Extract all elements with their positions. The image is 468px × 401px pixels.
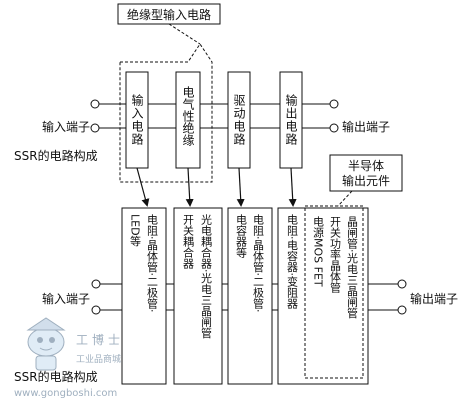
bottom-caption: SSR的电路构成	[14, 369, 98, 384]
bottom-input-label: 输入端子	[42, 291, 90, 306]
mapping-arrows	[136, 167, 297, 207]
top-block-input-circuit-label: 输入电路	[130, 93, 144, 146]
top-block-drive-circuit-label: 驱动电路	[232, 94, 246, 146]
bottom-block-drive-components	[227, 207, 273, 385]
semiconductor-callout-line1: 半导体	[348, 159, 384, 173]
top-caption: SSR的电路构成	[14, 148, 98, 163]
isolation-dashed-region	[119, 43, 213, 183]
top-output-terminal-upper	[329, 99, 339, 109]
watermark-url: www.gongboshi.com	[14, 388, 117, 399]
top-input-label: 输入端子	[42, 119, 90, 134]
bottom-block-led-resistor	[121, 207, 167, 385]
arrow-input-to-led	[136, 167, 150, 207]
top-output-label: 输出端子	[342, 119, 390, 134]
bottom-semiconductor-col2: 开关功率晶体管	[329, 216, 342, 294]
watermark: 工博士 工业品商城 www.gongboshi.com	[14, 317, 124, 399]
callout-pointer-line	[337, 190, 353, 207]
bottom-block-drive-col2: 电容器等	[235, 214, 248, 258]
top-input-terminal-lower	[90, 123, 100, 133]
bottom-block-led-col1: 电阻·晶体管·二极管·	[146, 214, 159, 313]
bottom-block-photocoupler-col2: 开关耦合器	[182, 214, 195, 270]
arrow-output-to-varistor	[288, 167, 297, 207]
arrow-isolation-to-coupler	[185, 167, 194, 207]
top-diagram: 绝缘型输入电路 输入端子 输出端子 输入电路 电气性绝缘 驱动电路 输出电路 S…	[14, 3, 390, 183]
bottom-input-terminal-upper	[91, 279, 101, 289]
watermark-brand: 工博士	[76, 332, 124, 347]
top-block-electrical-isolation	[175, 71, 201, 169]
bottom-diagram: 半导体 输出元件 输入端子 输出端子 电阻·晶体管·二极管· LED等 光电耦合…	[14, 154, 458, 385]
semiconductor-callout-box	[329, 154, 403, 192]
watermark-sub: 工业品商城	[76, 353, 121, 365]
bottom-block-photocoupler-col1: 光电耦合器·光电三晶闸管	[200, 213, 213, 339]
bottom-block-photocoupler	[173, 207, 223, 385]
isolated-input-title: 绝缘型输入电路	[127, 7, 211, 22]
bottom-output-terminal-lower	[397, 305, 407, 315]
bottom-input-terminal-lower	[91, 305, 101, 315]
bottom-output-label: 输出端子	[410, 291, 458, 306]
top-block-output-circuit-label: 输出电路	[284, 93, 298, 146]
top-input-terminal-upper	[90, 99, 100, 109]
bottom-semiconductor-col3: 电源MOS FET	[312, 216, 325, 287]
semiconductor-callout-line2: 输出元件	[342, 173, 390, 188]
arrow-drive-to-resistor	[236, 167, 245, 207]
bottom-output-terminal-upper	[397, 279, 407, 289]
bottom-block-output-components	[277, 207, 369, 385]
top-output-terminal-lower	[329, 123, 339, 133]
bottom-block-drive-col1: 电阻·晶体管·二极管·	[252, 214, 265, 313]
top-block-electrical-isolation-label: 电气性绝缘	[181, 86, 195, 146]
bottom-semiconductor-col1: 晶闸管·光电三晶闸管	[346, 216, 359, 319]
title-pointer-line	[168, 23, 201, 45]
bottom-block-led-col2: LED等	[129, 214, 142, 247]
robot-mascot-icon	[26, 317, 66, 371]
bottom-block-output-col1: 电阻·电容器·变阻器	[286, 214, 299, 310]
